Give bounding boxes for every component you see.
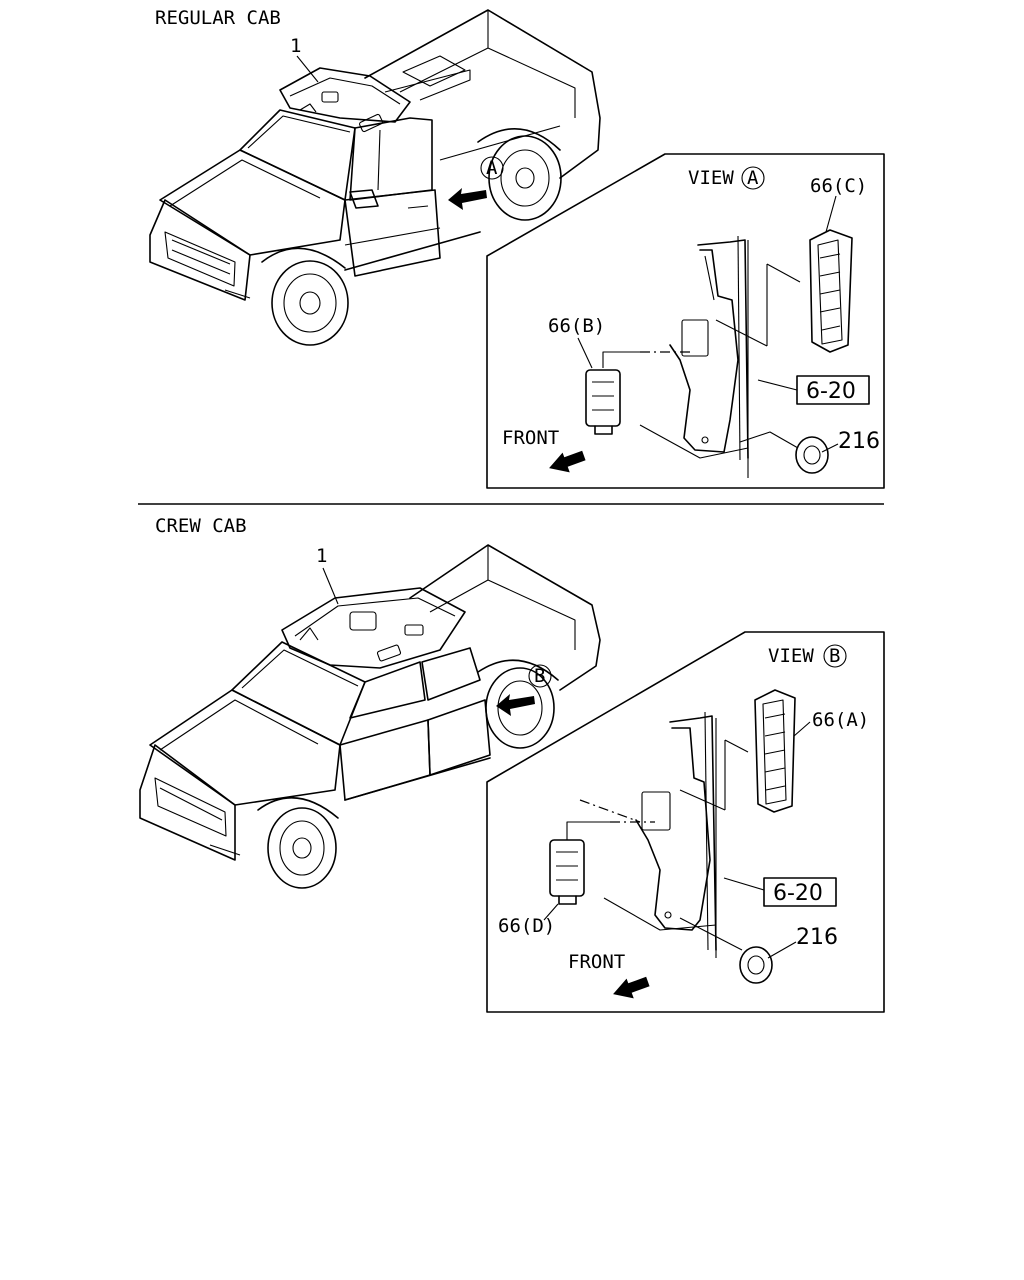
- svg-text:A: A: [486, 157, 498, 179]
- vent-66c: [809, 229, 853, 353]
- view-a-letter: A: [747, 167, 759, 189]
- svg-text:B: B: [534, 665, 545, 687]
- clip-66b: [585, 369, 621, 435]
- clip-66d: [549, 839, 585, 905]
- clip-66d-label: 66(D): [498, 915, 555, 937]
- regular-cab-section: REGULAR CAB: [149, 7, 885, 489]
- grommet-216: [795, 436, 829, 474]
- crew-cab-section: CREW CAB: [139, 515, 885, 1013]
- front-arrow-b-icon: [613, 976, 650, 999]
- grommet-216-label: 216: [838, 429, 880, 454]
- grommet-216-label-b: 216: [796, 925, 838, 950]
- front-label-a: FRONT: [502, 427, 559, 449]
- regular-cab-title: REGULAR CAB: [155, 7, 281, 29]
- view-b-letter: B: [829, 645, 840, 667]
- view-b-arrow-icon: [496, 694, 535, 716]
- view-a-inset: VIEW A 66(C): [486, 153, 885, 489]
- view-b-title: VIEW: [768, 645, 814, 667]
- front-arrow-a-icon: [549, 450, 586, 473]
- crew-cab-part-1-label: 1: [316, 545, 327, 567]
- clip-66b-label: 66(B): [548, 315, 605, 337]
- vent-66a: [754, 689, 796, 813]
- crew-cab-title: CREW CAB: [155, 515, 247, 537]
- ref-6-20-label: 6-20: [806, 379, 856, 404]
- view-a-marker: A: [448, 156, 504, 210]
- grommet-216-b: [739, 946, 773, 984]
- view-a-title: VIEW: [688, 167, 734, 189]
- crew-cab-truck-illustration: [139, 544, 601, 889]
- view-b-inset: VIEW B 66(A): [486, 631, 885, 1013]
- vent-66c-label: 66(C): [810, 175, 867, 197]
- regular-cab-truck-illustration: [149, 9, 601, 346]
- ref-6-20-box-b: [763, 877, 837, 907]
- view-b-marker: B: [496, 664, 552, 716]
- ref-6-20-label-b: 6-20: [773, 881, 823, 906]
- view-a-arrow-icon: [448, 188, 487, 210]
- vent-66a-label: 66(A): [812, 709, 869, 731]
- regular-cab-part-1-label: 1: [290, 35, 301, 57]
- front-label-b: FRONT: [568, 951, 625, 973]
